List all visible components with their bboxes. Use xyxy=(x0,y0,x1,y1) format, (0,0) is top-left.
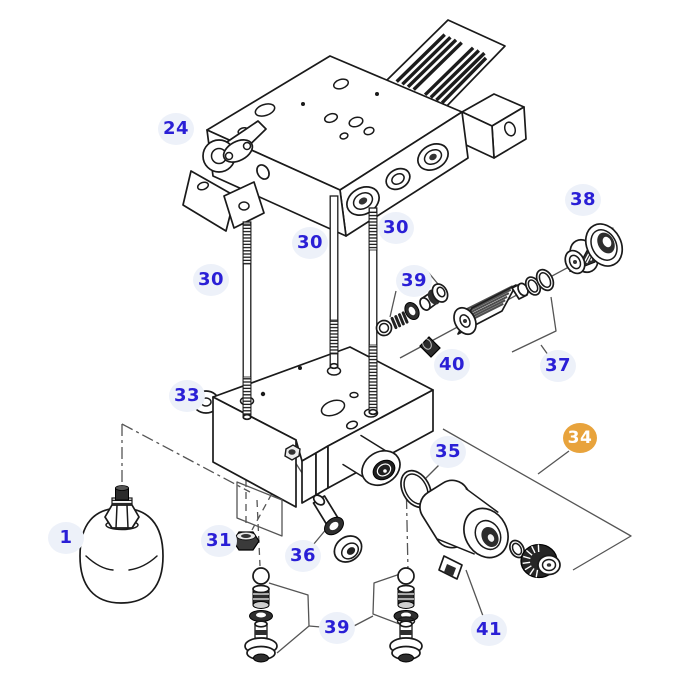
front-plug xyxy=(284,444,301,461)
part-callout-39-bottom[interactable]: 39 xyxy=(319,612,355,644)
cap-38 xyxy=(564,223,624,275)
bolt-36 xyxy=(312,494,363,563)
part-callout-35[interactable]: 35 xyxy=(430,436,466,468)
part-callout-24[interactable]: 24 xyxy=(158,113,194,145)
manifold-block-33 xyxy=(192,346,434,537)
part-callout-31[interactable]: 31 xyxy=(201,525,237,557)
lever-linkage xyxy=(182,120,270,232)
part-callout-41[interactable]: 41 xyxy=(471,614,507,646)
o-rings-37 xyxy=(524,268,555,296)
valve-section-24 xyxy=(182,19,527,237)
part-callout-30-right[interactable]: 30 xyxy=(378,212,414,244)
part-callout-38[interactable]: 38 xyxy=(565,184,601,216)
solenoid-coil-41 xyxy=(419,479,509,580)
stud-30-left xyxy=(242,221,252,421)
part-callout-37[interactable]: 37 xyxy=(540,350,576,382)
front-bores xyxy=(346,143,449,216)
part-callout-30-left[interactable]: 30 xyxy=(193,264,229,296)
part-callout-40[interactable]: 40 xyxy=(434,349,470,381)
stud-30-right xyxy=(368,207,378,416)
nut-40 xyxy=(419,336,441,358)
valve-kit-39-bottom-right xyxy=(389,567,423,663)
part-callout-36[interactable]: 36 xyxy=(285,540,321,572)
mounting-plane xyxy=(236,481,283,537)
check-valve-kit-39-top xyxy=(375,283,449,337)
stud-30-middle xyxy=(329,195,339,370)
end-cap-block xyxy=(461,93,527,159)
accumulator-1 xyxy=(79,485,164,604)
coil-knurled-nut xyxy=(520,543,561,579)
manifold-top-holes xyxy=(239,366,379,430)
locknut-31 xyxy=(232,531,260,551)
filter-cartridge-37 xyxy=(453,282,529,336)
top-face-ports xyxy=(237,78,379,140)
part-callout-1[interactable]: 1 xyxy=(48,522,84,554)
cartridge-boss xyxy=(342,434,401,487)
part-callout-33[interactable]: 33 xyxy=(169,380,205,412)
part-callout-39-top[interactable]: 39 xyxy=(396,265,432,297)
valve-kit-39-bottom-left xyxy=(244,567,278,663)
part-callout-34[interactable]: 34 xyxy=(563,423,597,453)
part-callout-30-middle[interactable]: 30 xyxy=(292,227,328,259)
